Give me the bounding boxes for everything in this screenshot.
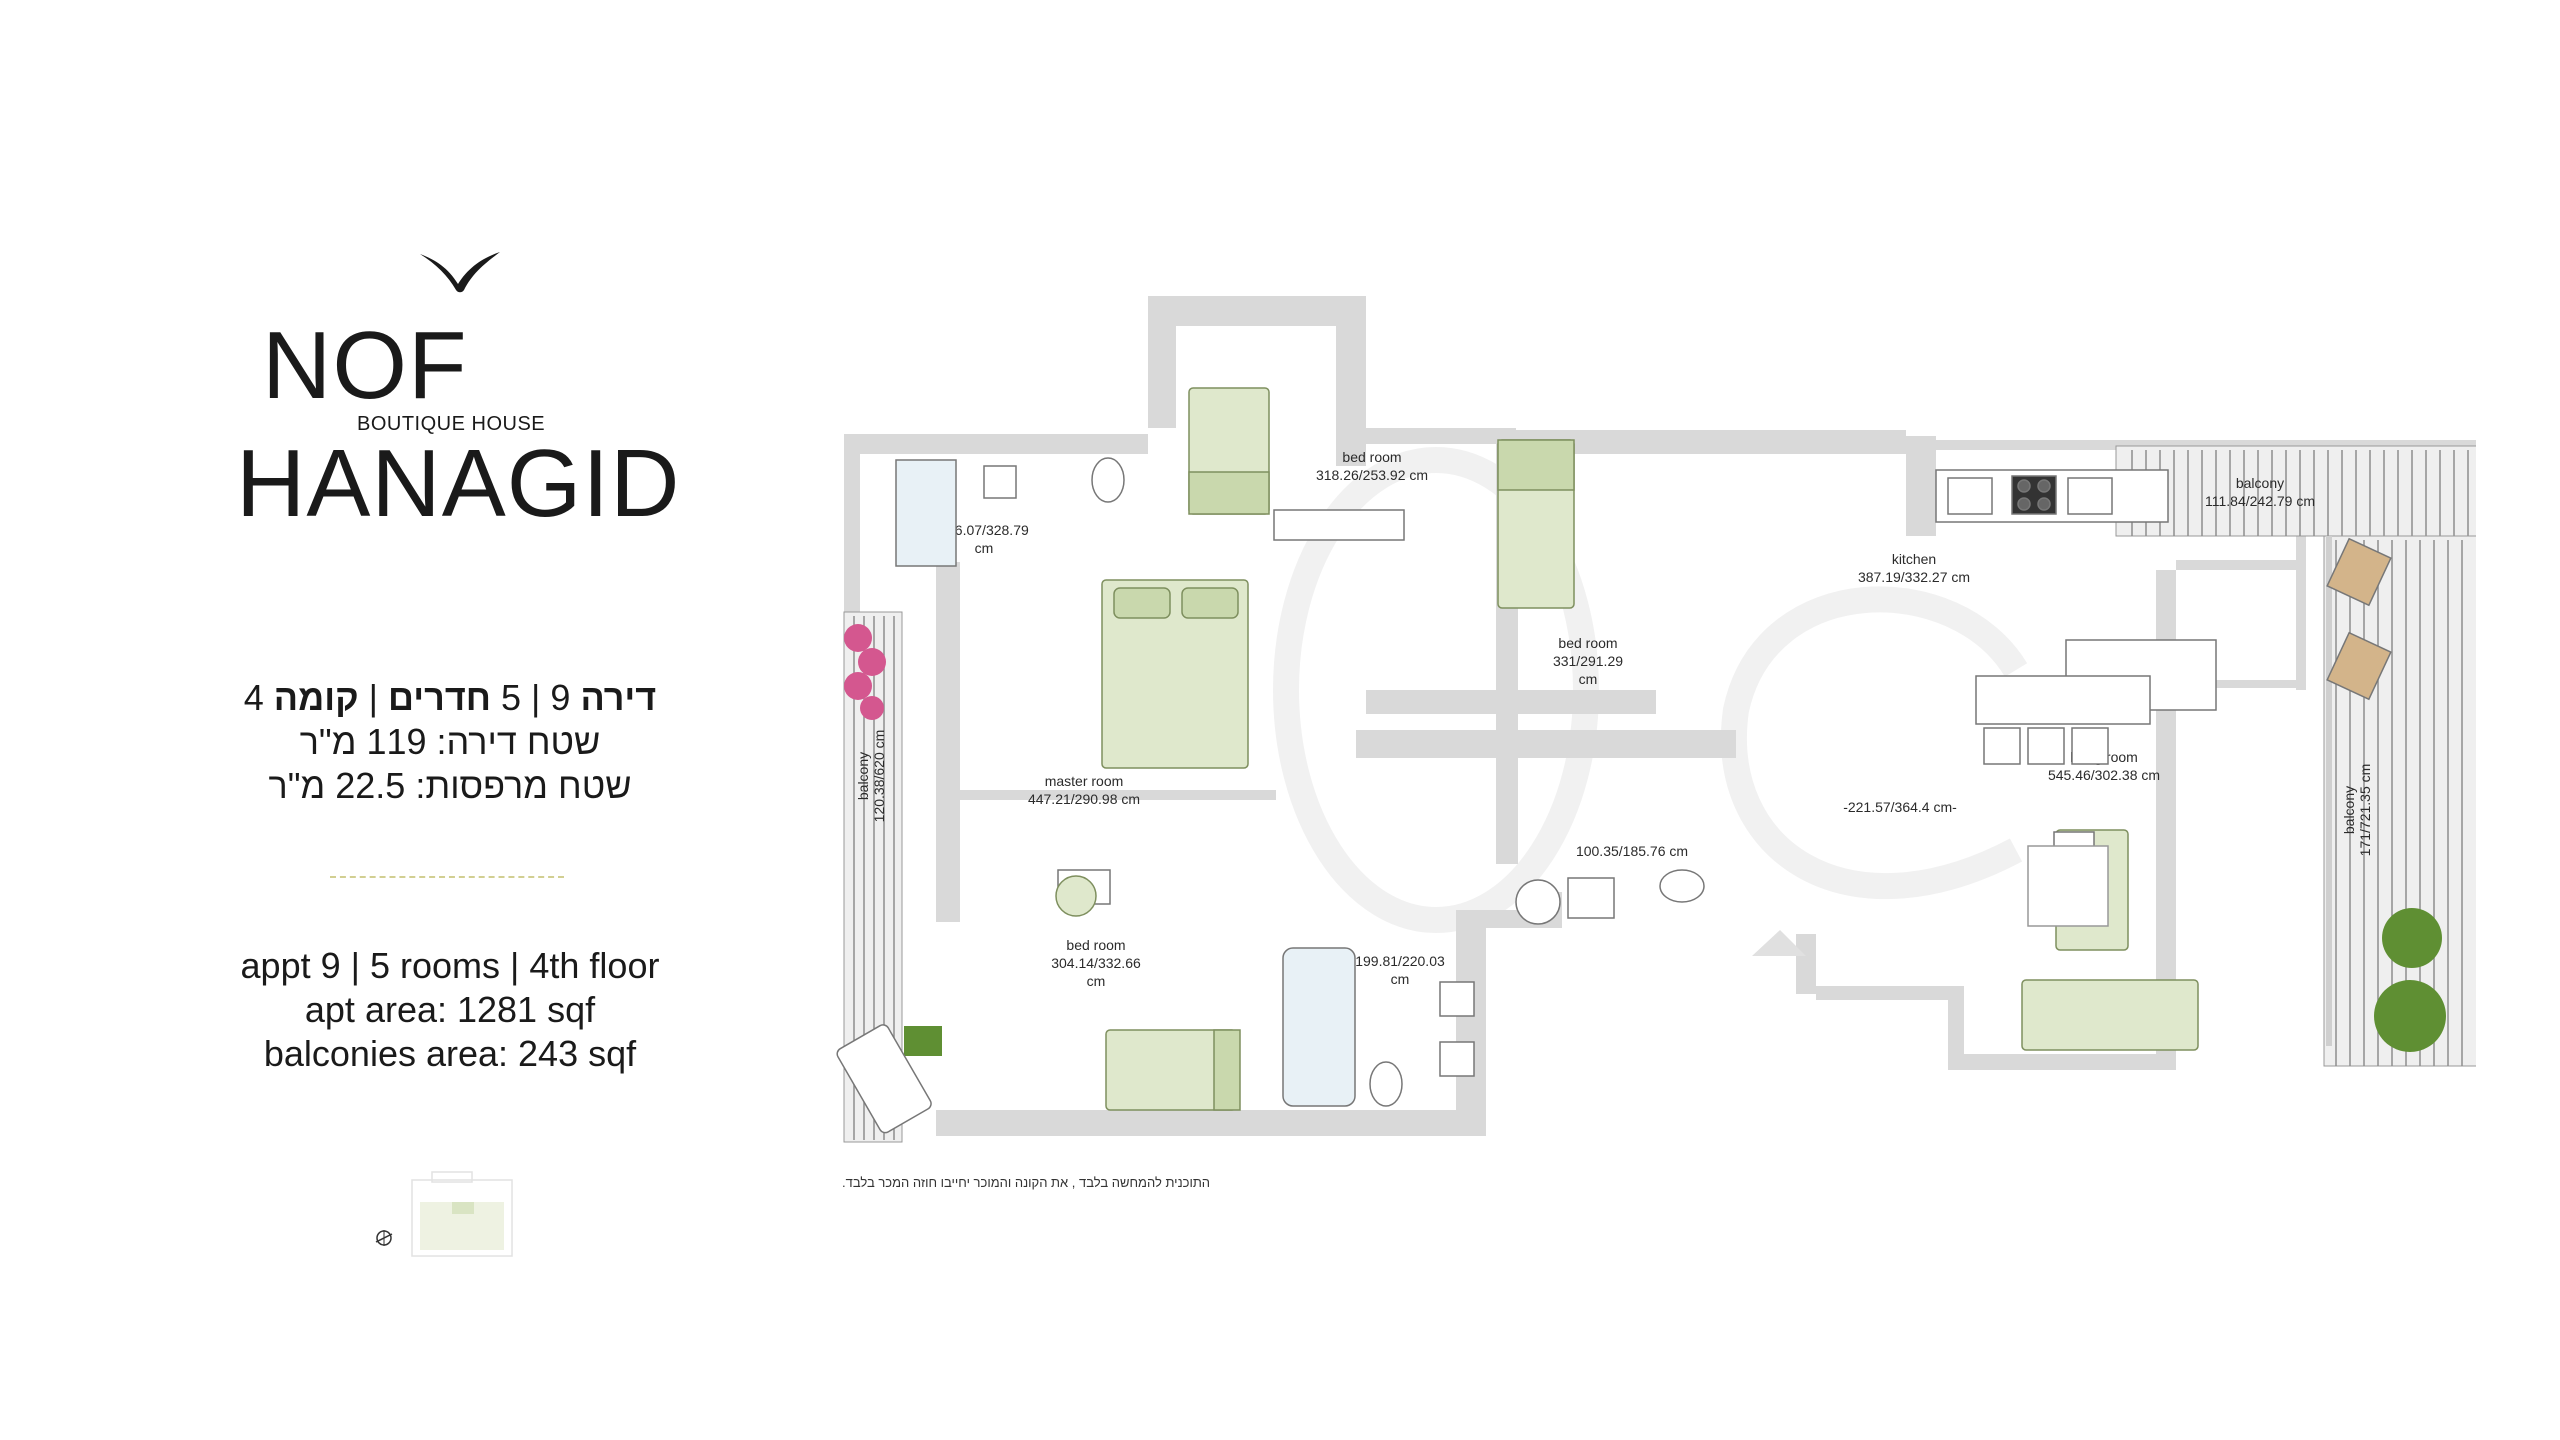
bedroom-mid-name: bed room (1558, 635, 1617, 651)
apartment-summary-en: appt 9 | 5 rooms | 4th floor (240, 945, 660, 986)
bedroom-mid-dim: 331/291.29 (1553, 653, 1623, 669)
apartment-area-he: שטח דירה: 119 מ"ר (299, 721, 601, 762)
building-keyplan (411, 1171, 513, 1257)
balcony-decking (843, 445, 2476, 1143)
master-room-dim: 447.21/290.98 cm (1028, 791, 1140, 807)
apartment-summary-he: דירה 9 | 5 חדרים | קומה 4 (243, 677, 657, 718)
master-room-name: master room (1045, 773, 1124, 789)
compass-icon (375, 1230, 393, 1246)
balcony-left-name: balcony (855, 752, 871, 800)
kitchen-fixtures (1935, 469, 2169, 765)
key-plan (375, 1171, 513, 1257)
bedroom-bottom-unit: cm (1087, 973, 1106, 989)
brand-subtitle: BOUTIQUE HOUSE (357, 413, 546, 435)
outdoor-features (836, 537, 2446, 1134)
kitchen-dim: 387.19/332.27 cm (1858, 569, 1970, 585)
balconies-area-he: שטח מרפסות: 22.5 מ"ר (268, 765, 632, 806)
bath-fixtures (895, 457, 1705, 1107)
info-panel: NOF BOUTIQUE HOUSE HANAGID דירה 9 | 5 חד… (0, 0, 860, 1440)
balcony-top-name: balcony (2236, 475, 2284, 491)
bedroom-mid-unit: cm (1579, 671, 1598, 687)
floor-plan: 126.07/328.79 cm bed room 318.26/253.92 … (836, 296, 2476, 1143)
bird-logo-icon (420, 252, 500, 293)
disclaimer-note: התוכנית להמחשה בלבד , את הקונה והמוכר יח… (842, 1175, 1211, 1190)
bath3-dim: 199.81/220.03 (1355, 953, 1445, 969)
bedroom-top-dim: 318.26/253.92 cm (1316, 467, 1428, 483)
dining-dim: -221.57/364.4 cm- (1843, 799, 1957, 815)
balconies-area-en: balconies area: 243 sqf (263, 1033, 637, 1074)
balcony-right-name: balcony (2341, 786, 2357, 834)
bedroom-bottom-name: bed room (1066, 937, 1125, 953)
bath1-dim-unit: cm (975, 540, 994, 556)
bedroom-bottom-dim: 304.14/332.66 (1051, 955, 1141, 971)
bath1-dim: 126.07/328.79 (939, 522, 1029, 538)
brand-name-line2: HANAGID (236, 430, 681, 537)
furniture (1055, 387, 2217, 1111)
walls (844, 296, 2476, 1136)
bath2-dim: 100.35/185.76 cm (1576, 843, 1688, 859)
bedroom-top-name: bed room (1342, 449, 1401, 465)
bath3-dim-unit: cm (1391, 971, 1410, 987)
apartment-area-en: apt area: 1281 sqf (304, 989, 596, 1030)
living-room-dim: 545.46/302.38 cm (2048, 767, 2160, 783)
balcony-left-dim: 120.38/620 cm (871, 730, 887, 823)
brand-name-line1: NOF (262, 312, 468, 419)
balcony-top-dim: 111.84/242.79 cm (2205, 493, 2315, 509)
kitchen-name: kitchen (1892, 551, 1936, 567)
balcony-right-dim: 171/721.35 cm (2357, 764, 2373, 857)
floor-labels: 126.07/328.79 cm bed room 318.26/253.92 … (855, 449, 2373, 989)
divider (330, 876, 564, 878)
